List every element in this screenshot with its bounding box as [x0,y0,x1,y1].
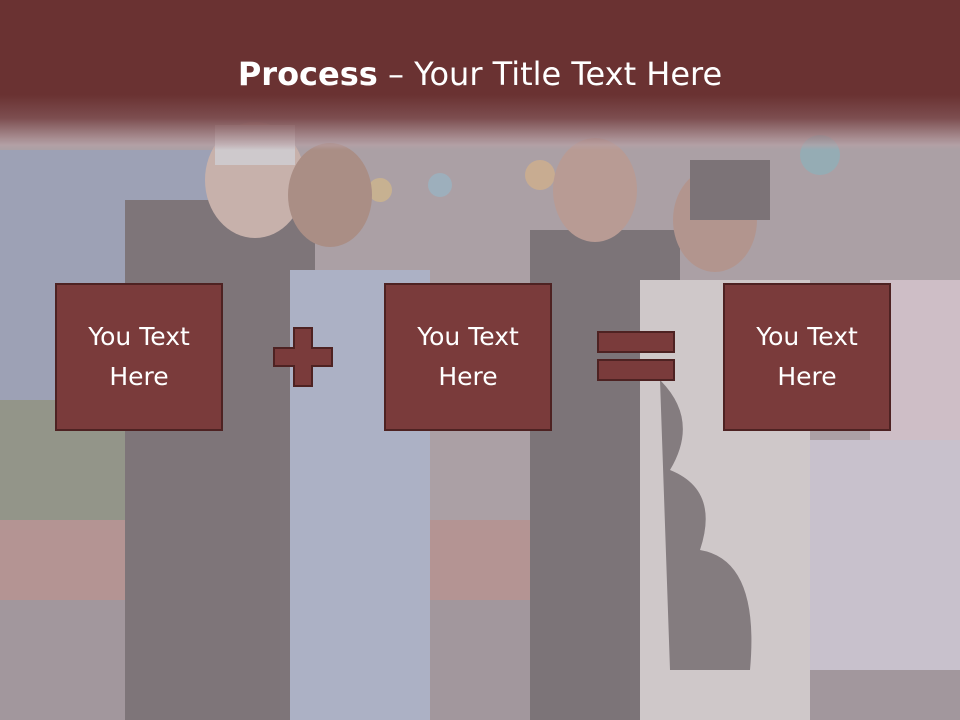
process-box-3-text: You Text Here [756,322,858,391]
plus-icon [272,326,336,390]
slide-title[interactable]: Process – Your Title Text Here [0,52,960,96]
process-box-1-text: You Text Here [88,322,190,391]
equals-icon [596,330,678,384]
process-box-1[interactable]: You Text Here [55,283,223,431]
process-box-3[interactable]: You Text Here [723,283,891,431]
title-bar [0,0,960,150]
title-rest-part: – Your Title Text Here [377,55,723,93]
process-box-2[interactable]: You Text Here [384,283,552,431]
process-box-2-text: You Text Here [417,322,519,391]
title-bold-part: Process [237,55,378,93]
